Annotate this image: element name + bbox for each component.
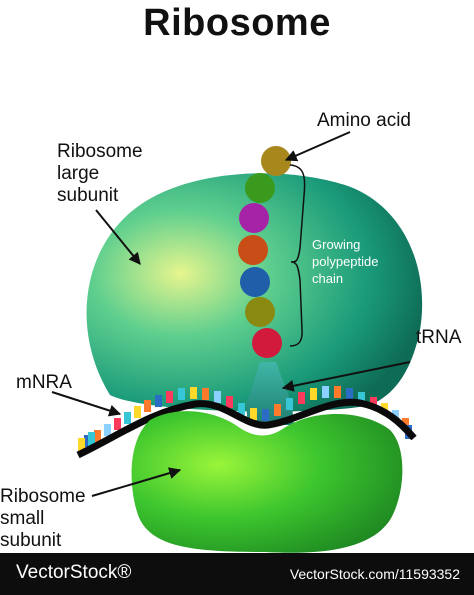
large-subunit-label-line-2: large	[57, 163, 100, 184]
chain-brace	[289, 164, 306, 347]
diagram-title: Ribosome	[143, 2, 331, 44]
amino-acid-arrow	[284, 131, 351, 162]
small-subunit-label-line-3: subunit	[0, 530, 62, 551]
mrna-arrow	[51, 391, 122, 417]
footer-bar: VectorStock® VectorStock.com/11593352	[0, 553, 474, 595]
growing-chain-label: Growing polypeptide chain	[312, 236, 379, 287]
mrna-strand	[76, 398, 417, 459]
small-subunit-label-line-2: small	[0, 508, 45, 529]
amino-acid-label: Amino acid	[317, 110, 411, 131]
large-subunit-label-line-3: subunit	[57, 185, 119, 206]
small-subunit-label: Ribosome small subunit	[0, 486, 86, 552]
amino-acid-7	[252, 328, 282, 358]
trna-shape	[246, 362, 294, 425]
amino-acid-1	[261, 146, 291, 176]
footer-reference: VectorStock.com/11593352	[289, 566, 460, 582]
trna-arrow	[281, 361, 411, 392]
trna-label: tRNA	[416, 327, 462, 348]
amino-acid-4	[238, 235, 268, 265]
small-subunit-label-line-1: Ribosome	[0, 486, 86, 507]
mrna-label: mNRA	[16, 372, 72, 393]
small-subunit-arrow	[91, 467, 182, 497]
amino-acid-chain	[238, 146, 291, 358]
amino-acid-5	[240, 267, 270, 297]
growing-chain-label-line-1: Growing	[312, 237, 361, 252]
amino-acid-3	[239, 203, 269, 233]
growing-chain-label-line-3: chain	[312, 271, 344, 286]
footer-brand: VectorStock®	[16, 562, 132, 583]
amino-acid-2	[245, 173, 275, 203]
amino-acid-6	[245, 297, 275, 327]
large-subunit-label: Ribosome large subunit	[57, 141, 143, 207]
small-subunit-shape	[131, 411, 403, 553]
large-subunit-arrow	[95, 209, 141, 265]
large-subunit-label-line-1: Ribosome	[57, 141, 143, 162]
growing-chain-label-line-2: polypeptide	[312, 254, 379, 269]
